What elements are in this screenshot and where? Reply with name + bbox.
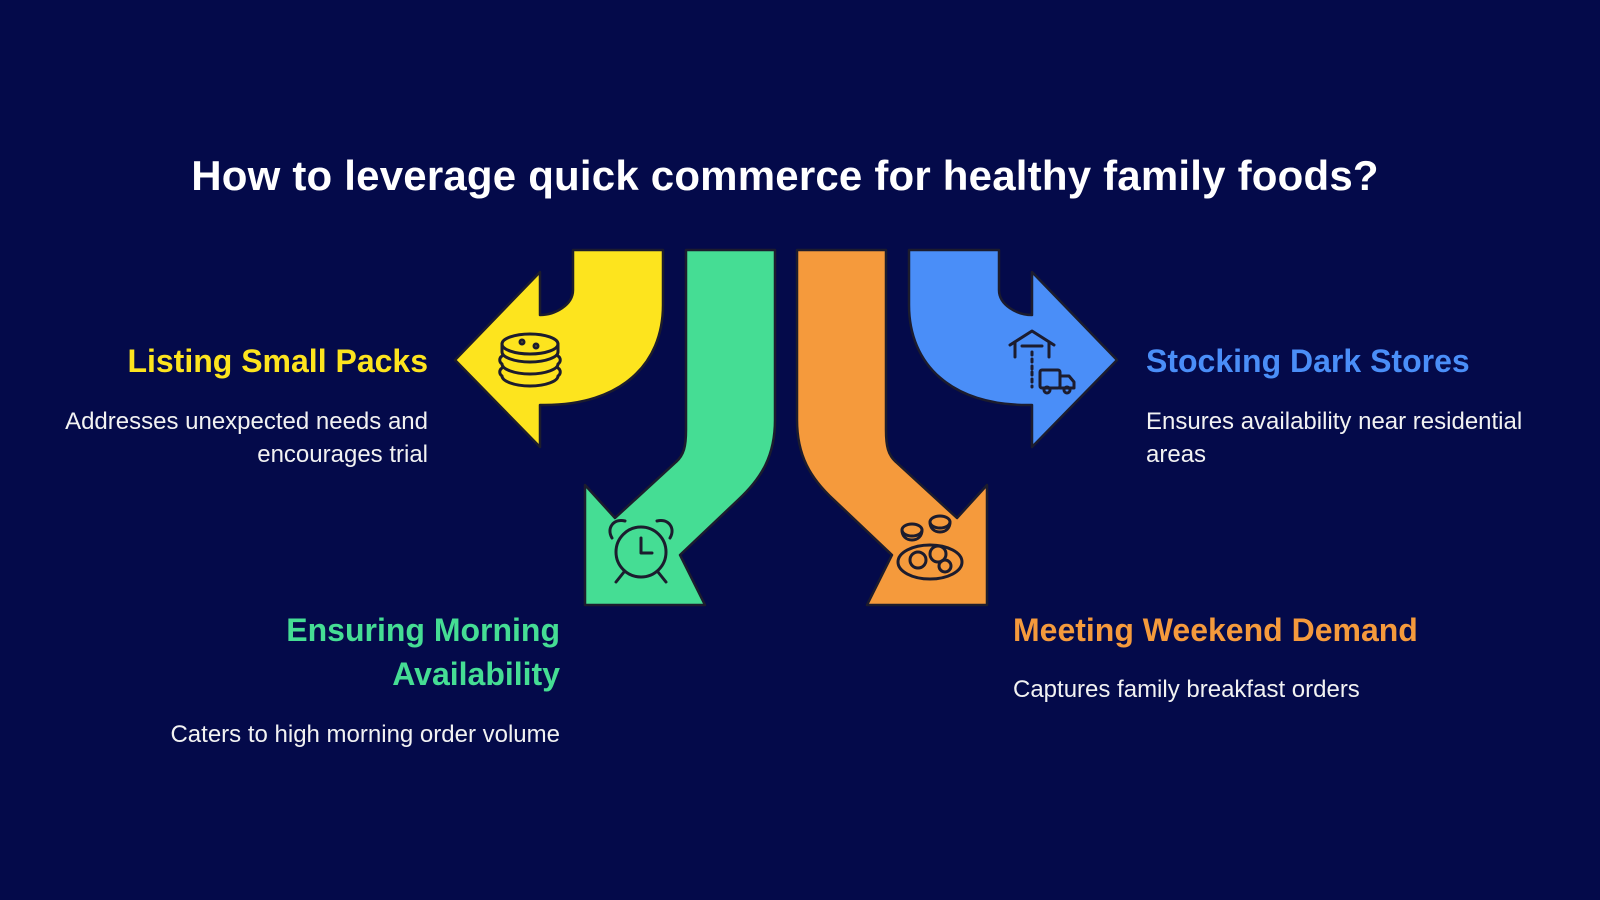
- item-heading-morning-availability: Ensuring Morning Availability: [286, 612, 560, 692]
- item-description-dark-stores: Ensures availability near residential ar…: [1146, 408, 1523, 468]
- item-description-weekend-demand: Captures family breakfast orders: [1013, 676, 1360, 703]
- item-description-small-packs: Addresses unexpected needs and encourage…: [65, 408, 428, 468]
- alarm-clock-icon: [608, 518, 674, 584]
- stacked-cookies-icon: [498, 332, 562, 388]
- warehouse-delivery-icon: [1008, 329, 1076, 395]
- green-arrow: [583, 248, 777, 607]
- item-heading-weekend-demand: Meeting Weekend Demand: [1013, 612, 1418, 648]
- blue-arrow: [907, 248, 1119, 449]
- breakfast-plate-icon: [896, 514, 964, 581]
- page-title: How to leverage quick commerce for healt…: [191, 152, 1379, 199]
- item-heading-dark-stores: Stocking Dark Stores: [1146, 343, 1470, 379]
- item-heading-small-packs: Listing Small Packs: [127, 343, 428, 379]
- item-description-morning-availability: Caters to high morning order volume: [170, 721, 560, 748]
